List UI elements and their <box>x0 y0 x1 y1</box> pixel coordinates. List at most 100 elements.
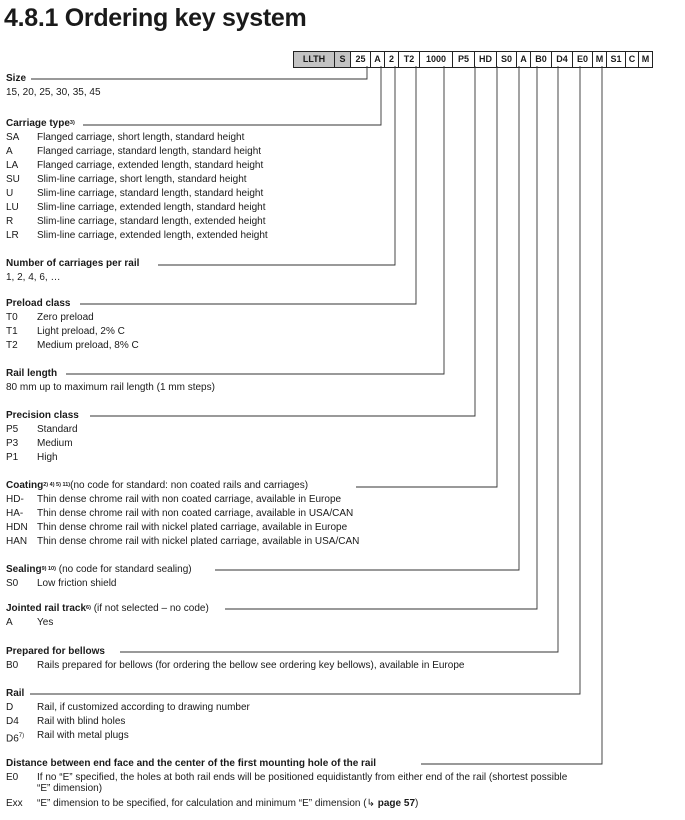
item-code: LU <box>6 202 19 213</box>
section-size: Size 15, 20, 25, 30, 35, 45 <box>6 72 101 100</box>
key-code: S1 <box>606 52 625 67</box>
leader-coating <box>356 66 498 488</box>
item-code: HAN <box>6 536 28 547</box>
key-code: M <box>638 52 652 67</box>
item-code: D67) <box>6 733 25 745</box>
item-code: HA- <box>6 508 24 519</box>
item-code: R <box>6 216 14 227</box>
key-code: P5 <box>452 52 474 67</box>
key-code: T2 <box>398 52 419 67</box>
section-heading: Size <box>6 73 27 84</box>
item-code: D4 <box>6 716 19 727</box>
item-code: E0 <box>6 772 19 783</box>
section-jointed-rail-track: Jointed rail track6) (if not selected – … <box>6 602 209 630</box>
item-code: SA <box>6 132 20 143</box>
key-code: B0 <box>530 52 551 67</box>
key-code: E0 <box>572 52 592 67</box>
list-item: HA-Thin dense chrome rail with non coate… <box>6 508 354 519</box>
key-code: 2 <box>384 52 398 67</box>
item-code: HD- <box>6 494 24 505</box>
section-heading: Precision class <box>6 410 79 421</box>
section-heading: Distance between end face and the center… <box>6 758 377 769</box>
key-code: D4 <box>551 52 572 67</box>
key-code: HD <box>474 52 496 67</box>
section-coating: Coating2) 4) 5) 11)(no code for standard… <box>6 479 359 549</box>
section-rail-length: Rail length 80 mm up to maximum rail len… <box>6 367 215 395</box>
list-item: HD-Thin dense chrome rail with non coate… <box>6 494 342 505</box>
section-sealing: Sealing9) 10) (no code for standard seal… <box>6 563 192 591</box>
list-item: D67)Rail with metal plugs <box>6 730 129 745</box>
key-code: LLTH <box>294 52 334 67</box>
item-code: A <box>6 146 13 157</box>
key-code: M <box>592 52 606 67</box>
key-code: A <box>370 52 384 67</box>
section-heading: Coating2) 4) 5) 11)(no code for standard… <box>6 480 309 491</box>
length-values: 80 mm up to maximum rail length (1 mm st… <box>6 382 215 393</box>
section-number-of-carriages: Number of carriages per rail 1, 2, 4, 6,… <box>6 257 139 285</box>
item-code: P3 <box>6 438 19 449</box>
item-code: P5 <box>6 424 19 435</box>
item-code: LA <box>6 160 19 171</box>
item-code: HDN <box>6 522 28 533</box>
arrow-icon: ↳ <box>366 798 375 809</box>
section-heading: Jointed rail track6) (if not selected – … <box>6 603 209 614</box>
item-code: A <box>6 617 13 628</box>
item-code: T2 <box>6 340 18 351</box>
section-heading: Sealing9) 10) (no code for standard seal… <box>6 564 192 575</box>
key-code: C <box>625 52 638 67</box>
size-values: 15, 20, 25, 30, 35, 45 <box>6 87 101 98</box>
item-code: B0 <box>6 660 19 671</box>
item-code: Exx <box>6 798 23 809</box>
item-code: D <box>6 702 14 713</box>
ordering-key-bar: LLTH S 25 A 2 T2 1000 P5 HD S0 A B0 D4 E… <box>293 51 653 68</box>
list-item: Exx “E” dimension to be specified, for c… <box>6 798 419 809</box>
key-code: S <box>334 52 350 67</box>
item-code: T0 <box>6 312 18 323</box>
number-values: 1, 2, 4, 6, … <box>6 272 61 283</box>
section-distance: Distance between end face and the center… <box>6 757 582 811</box>
section-heading: Carriage type3) <box>6 118 75 129</box>
section-heading: Rail length <box>6 368 58 379</box>
item-code: LR <box>6 230 19 241</box>
item-code: SU <box>6 174 20 185</box>
page-title: 4.8.1 Ordering key system <box>4 4 307 32</box>
item-code: T1 <box>6 326 18 337</box>
key-code: A <box>516 52 530 67</box>
key-code: 1000 <box>419 52 452 67</box>
item-code: P1 <box>6 452 19 463</box>
section-heading: Preload class <box>6 298 71 309</box>
key-code: 25 <box>350 52 370 67</box>
item-code: U <box>6 188 14 199</box>
section-heading: Prepared for bellows <box>6 646 105 657</box>
section-heading: Rail <box>6 688 25 699</box>
section-heading: Number of carriages per rail <box>6 258 140 269</box>
page-link[interactable]: page 57 <box>377 798 416 809</box>
